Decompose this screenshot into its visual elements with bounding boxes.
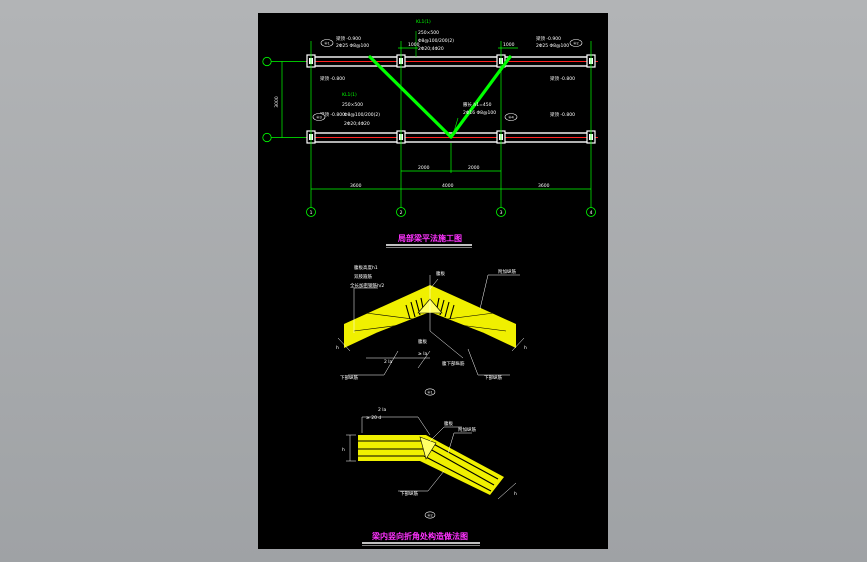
tag-c: ⑥3 <box>316 116 322 120</box>
beam-top-bars: 2Φ20;4Φ20 <box>418 46 444 52</box>
d1-dim1: 2 la <box>384 359 393 365</box>
d1-tag: ⑥1 <box>427 391 433 395</box>
dim-3600-right: 3600 <box>538 183 550 189</box>
tag-a: ⑥1 <box>324 42 330 46</box>
axis-label-4: 4 <box>590 210 593 216</box>
d1-bot3: 下部纵筋 <box>484 374 502 381</box>
axis-bubble-b <box>262 132 272 143</box>
beam-bottom-bars: 2Φ20;4Φ20 <box>344 121 370 127</box>
dim-1000-left: 1000 <box>408 42 420 48</box>
d1-bot2: 腹下部纵筋 <box>442 360 465 367</box>
beam-bottom-id: KL1(1) <box>342 92 357 98</box>
detail2-beam-body <box>358 435 504 495</box>
d2-label-bot: 下部纵筋 <box>400 490 418 497</box>
axis-label-3: 3 <box>500 210 503 216</box>
detail-1: 腹板 腹板高度h1 双肢箍筋 全长加密钢筋h/2 附加纵筋 2 la ≥ la … <box>336 264 527 396</box>
beam-bottom-stirrup: Φ8@100/200(2) <box>344 112 380 118</box>
dim-2000-left: 2000 <box>418 165 430 171</box>
beam-top-id: KL1(1) <box>416 19 431 25</box>
d2-label-top: 腹板 <box>444 420 453 427</box>
d2-dim2: ≥ 20 d <box>366 415 381 421</box>
tag-d: ⑥4 <box>508 116 514 120</box>
d2-h-right: h <box>514 491 517 497</box>
axis-bubble-1 <box>306 207 316 217</box>
axis-bubble-a <box>262 56 272 67</box>
axis-label-1: 1 <box>310 210 313 216</box>
beam-plan: 1 2 3 4 3000 1000 1000 2000 2000 3600 40… <box>262 19 598 248</box>
d1-h-right: h <box>524 345 527 351</box>
axis-bubble-3 <box>496 207 506 217</box>
d1-label-top: 腹板 <box>436 270 445 277</box>
dim-2000-right: 2000 <box>468 165 480 171</box>
tag-b: ⑥2 <box>573 42 579 46</box>
elev-ul2: 2Φ25 Φ8@100 <box>336 43 369 49</box>
d1-h-left: h <box>336 345 339 351</box>
haunch-bars: 2Φ16 Φ8@100 <box>463 110 496 116</box>
d1-label-right: 附加纵筋 <box>498 268 516 275</box>
d2-h-left: h <box>342 447 345 453</box>
cad-drawing: 1 2 3 4 3000 1000 1000 2000 2000 3600 40… <box>262 19 598 546</box>
plan-title: 局部梁平法施工图 <box>397 233 462 243</box>
elev-r1: 梁顶 -0.800 <box>550 75 575 82</box>
dim-3600-left: 3600 <box>350 183 362 189</box>
d1-bot1: 下部纵筋 <box>340 374 358 381</box>
dim-4000: 4000 <box>442 183 454 189</box>
d2-label-right: 附加纵筋 <box>458 426 476 433</box>
d1-note3: 全长加密钢筋h/2 <box>350 282 384 289</box>
drawing-sheet: 1 2 3 4 3000 1000 1000 2000 2000 3600 40… <box>258 13 608 549</box>
beam-top-section: 250×500 <box>418 30 439 36</box>
d1-note1: 腹板高度h1 <box>354 264 378 271</box>
haunch-left <box>368 55 453 139</box>
beam-top-stirrup: Φ8@100/200(2) <box>418 38 454 44</box>
axis-bubble-4 <box>586 207 596 217</box>
axis-label-2: 2 <box>400 210 403 216</box>
axis-bubble-2 <box>396 207 406 217</box>
haunch-note: 腋长 h1=450 <box>463 101 492 108</box>
d1-dim2: ≥ la <box>418 351 427 357</box>
elev-l2: 梁顶 -0.800 <box>320 111 345 118</box>
haunch-right <box>449 55 512 139</box>
d2-dim1: 2 la <box>378 407 387 413</box>
dim-vertical: 3000 <box>274 96 280 108</box>
elev-r2: 梁顶 -0.800 <box>550 111 575 118</box>
dim-1000-right: 1000 <box>503 42 515 48</box>
section-title: 梁内竖向折角处构造做法图 <box>371 531 468 541</box>
d1-note2: 双肢箍筋 <box>354 273 372 280</box>
elev-ul: 梁顶 -0.900 <box>336 35 361 42</box>
beam-bottom-section: 250×500 <box>342 102 363 108</box>
elev-ur2: 2Φ25 Φ8@100 <box>536 43 569 49</box>
detail-2: 2 la ≥ 20 d 腹板 附加纵筋 下部纵筋 h h ⑥2 <box>342 407 517 519</box>
elev-l1: 梁顶 -0.800 <box>320 75 345 82</box>
elev-ur: 梁顶 -0.900 <box>536 35 561 42</box>
d1-dim3: 腹板 <box>418 338 427 345</box>
d2-tag: ⑥2 <box>427 514 433 518</box>
